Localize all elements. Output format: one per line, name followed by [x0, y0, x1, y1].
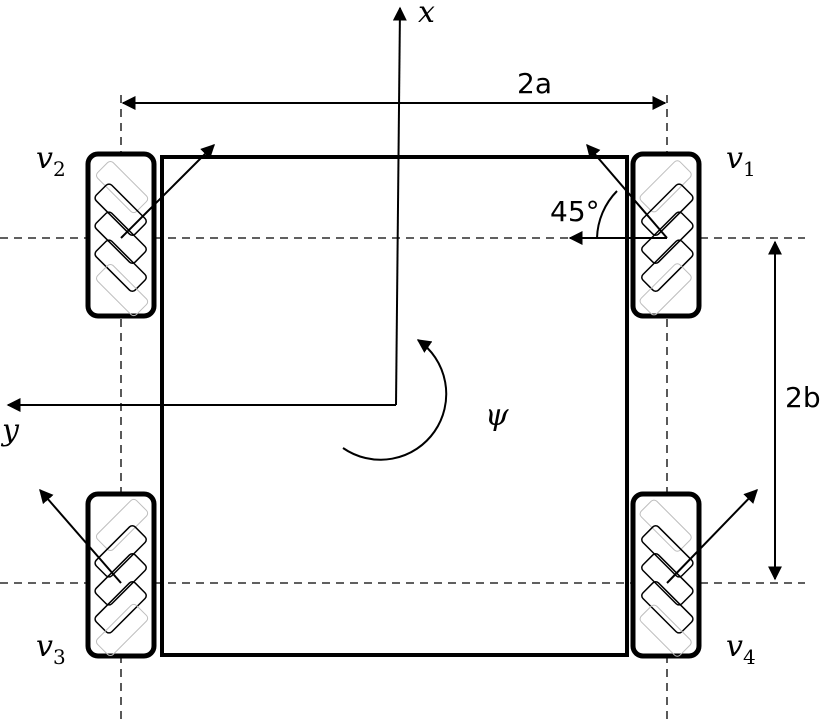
wheel-v2 [85, 151, 157, 319]
wheel-v1-velocity-arrow [586, 143, 668, 239]
rotation-label: ψ [485, 398, 509, 433]
angle-label: 45° [550, 195, 600, 228]
angle-arc [596, 190, 618, 239]
wheel-v4 [630, 491, 702, 659]
wheel-v4-rollers [639, 499, 694, 657]
wheel-v3-velocity-arrow [39, 488, 122, 584]
width-label: 2a [517, 67, 552, 100]
wheel-v3-rollers [94, 498, 149, 657]
wheel-v1-rollers [639, 160, 694, 316]
x-axis-label: x [418, 0, 435, 30]
x-axis-arrow [392, 6, 407, 406]
y-axis-label: y [0, 413, 20, 448]
wheel-v4-velocity-arrow [666, 488, 758, 584]
wheel-v2-label: v2 [36, 141, 66, 181]
wheel-v1-label: v1 [726, 141, 756, 181]
wheel-v3 [85, 491, 157, 659]
wheel-v2-velocity-arrow [120, 144, 215, 239]
height-label: 2b [785, 381, 821, 414]
wheel-v3-label: v3 [36, 629, 66, 669]
wheel-v1 [630, 151, 702, 319]
wheel-v4-label: v4 [726, 629, 756, 669]
rotation-arc-arrow [342, 339, 448, 461]
